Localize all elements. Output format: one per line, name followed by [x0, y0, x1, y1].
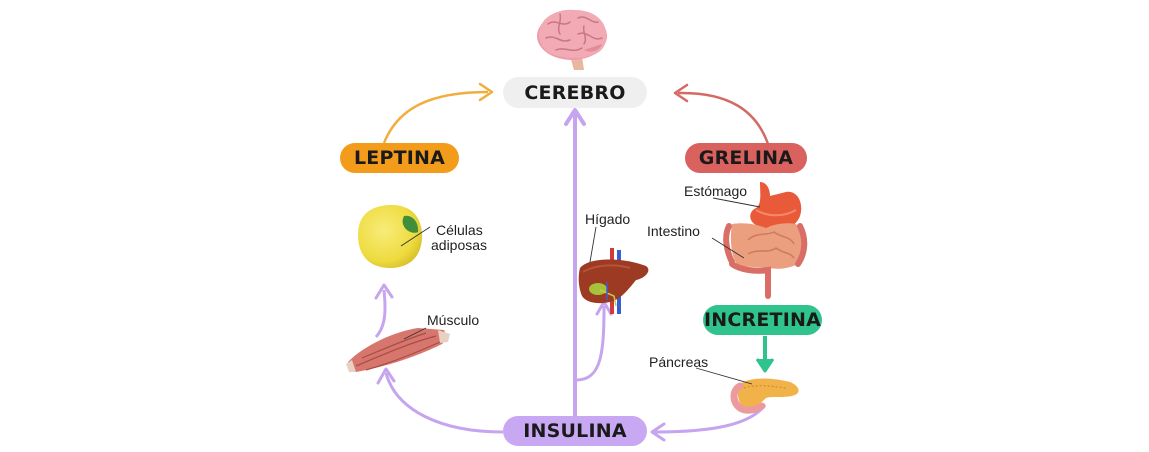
grelina-label: GRELINA: [685, 143, 807, 173]
incretina-label: INCRETINA: [703, 305, 822, 335]
leptina-label: LEPTINA: [340, 143, 459, 173]
liver-icon: [578, 226, 649, 314]
cerebro-label: CEREBRO: [503, 77, 647, 108]
arrow-musculo-to-celulas: [374, 283, 394, 339]
pancreas-icon: [695, 367, 799, 414]
arrow-leptina-to-cerebro: [382, 82, 494, 144]
intestino-label: Intestino: [647, 223, 700, 239]
brain-icon: [537, 9, 607, 70]
celulas-label-line2: adiposas: [431, 237, 488, 253]
celulas-label-line1: Células: [436, 222, 483, 238]
insulina-label: INSULINA: [503, 416, 647, 446]
digestive-tract-icon: [711, 182, 808, 299]
arrow-insulina-to-musculo: [376, 367, 504, 434]
musculo-label: Músculo: [427, 312, 480, 328]
arrow-incretina-to-pancreas: [755, 336, 775, 373]
pancreas-label: Páncreas: [649, 354, 709, 370]
arrow-grelina-to-cerebro: [673, 83, 770, 145]
estomago-label: Estómago: [684, 183, 748, 199]
fat-cell-icon: [358, 205, 431, 268]
arrow-insulina-to-cerebro: [564, 108, 586, 416]
muscle-icon: [346, 327, 450, 372]
higado-label: Hígado: [585, 211, 631, 227]
arrow-insulina-to-higado: [576, 300, 613, 382]
